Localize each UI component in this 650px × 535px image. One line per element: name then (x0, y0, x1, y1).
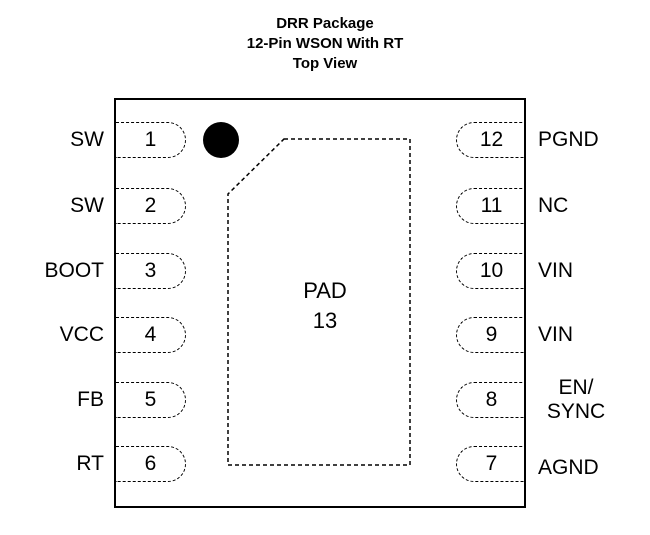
pin-5: 5 (116, 382, 186, 418)
pin-9-name: VIN (538, 323, 574, 346)
package-outline (114, 98, 526, 508)
pin-11-name: NC (538, 194, 569, 217)
pin-number: 7 (485, 452, 498, 475)
pin-number: 10 (479, 259, 504, 282)
pin-12-name: PGND (538, 128, 599, 151)
pin-3: 3 (116, 253, 186, 289)
pin-number: 5 (144, 388, 157, 411)
pin-5-name: FB (77, 388, 104, 411)
pin-8-name: EN/ SYNC (546, 376, 606, 423)
pin-10: 10 (456, 253, 526, 289)
pad-name: PAD (303, 278, 347, 303)
pin-3-name: BOOT (44, 259, 104, 282)
pin-8: 8 (456, 382, 526, 418)
pin-1-name: SW (70, 128, 104, 151)
diagram-subtitle: 12-Pin WSON With RT (246, 35, 404, 52)
pin-number: 6 (144, 452, 157, 475)
pin-number: 2 (144, 194, 157, 217)
pin-number: 8 (485, 388, 498, 411)
pin-4-name: VCC (59, 323, 104, 346)
pin-number: 1 (144, 128, 157, 151)
pad-number: 13 (312, 308, 338, 333)
pin-number: 3 (144, 259, 157, 282)
pin-number: 9 (485, 323, 498, 346)
pin-2: 2 (116, 188, 186, 224)
pin-7: 7 (456, 446, 526, 482)
pin-10-name: VIN (538, 259, 574, 282)
pin-11: 11 (456, 188, 526, 224)
diagram-title: DRR Package (276, 15, 374, 32)
pin-6-name: RT (76, 452, 104, 475)
pin1-indicator-dot (203, 122, 239, 158)
diagram-view-label: Top View (292, 55, 358, 72)
pin-9: 9 (456, 317, 526, 353)
pin-1: 1 (116, 122, 186, 158)
pin-12: 12 (456, 122, 526, 158)
pin-2-name: SW (70, 194, 104, 217)
pin-number: 11 (480, 194, 503, 217)
pin-number: 12 (479, 128, 504, 151)
pin-4: 4 (116, 317, 186, 353)
pin-7-name: AGND (538, 456, 599, 479)
pin-number: 4 (144, 323, 157, 346)
pin-6: 6 (116, 446, 186, 482)
